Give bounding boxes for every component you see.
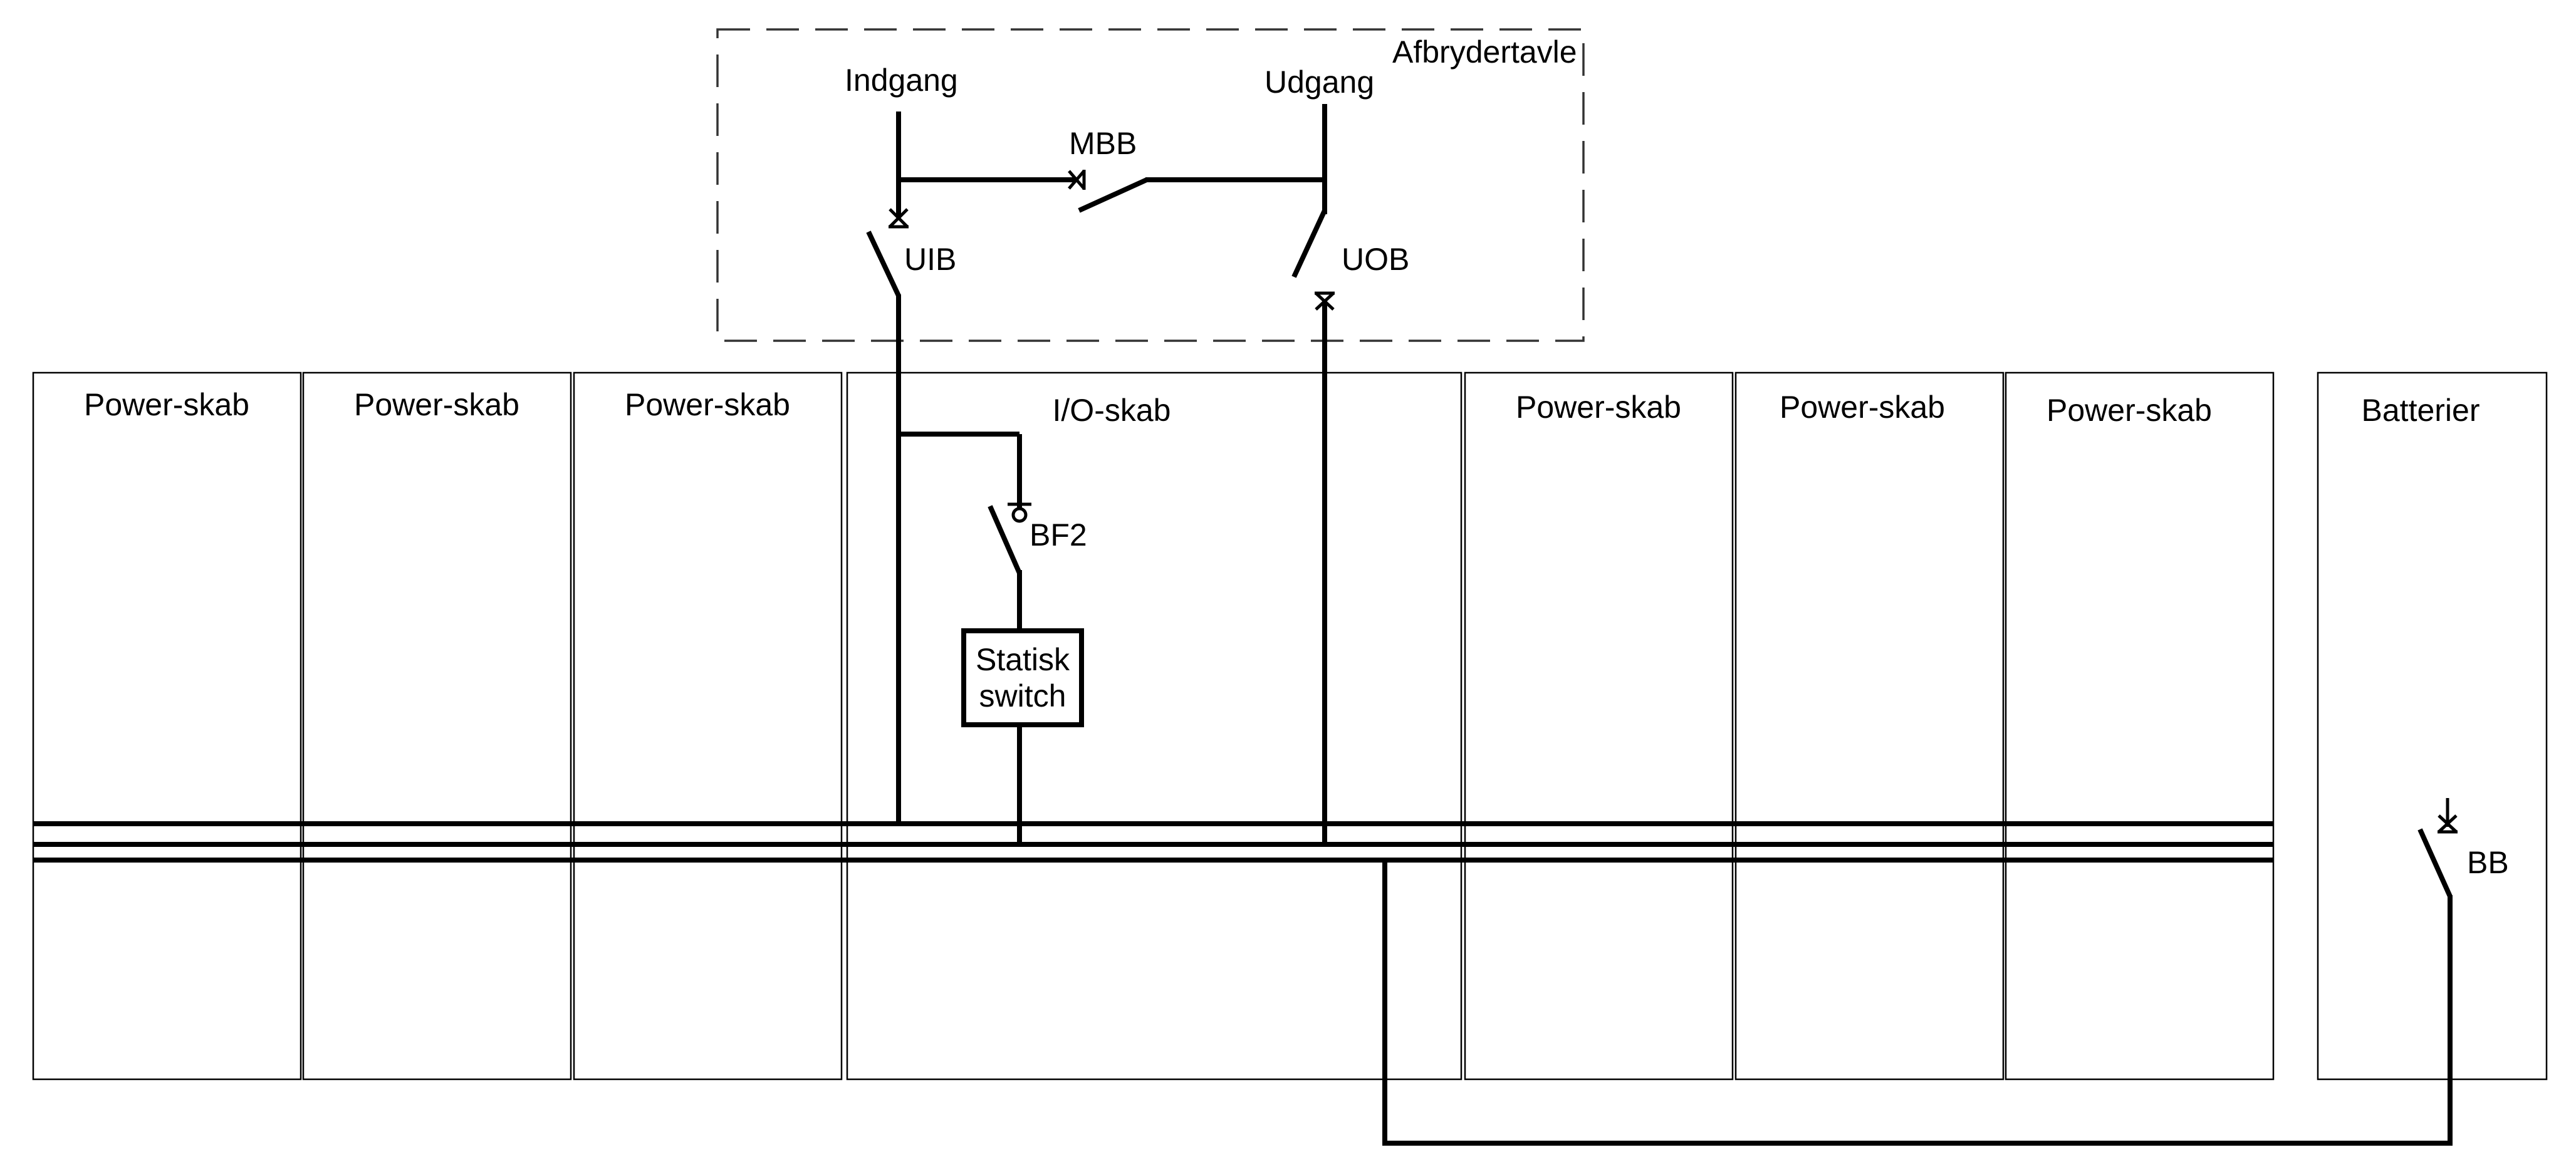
mbb-contact <box>1078 177 1148 213</box>
static-switch-box <box>961 628 1084 727</box>
uob-label: UOB <box>1342 242 1409 277</box>
bb-contact <box>2417 828 2453 898</box>
cabinet-label-6: Power-skab <box>1780 390 1945 425</box>
bb-breaker-icon <box>2438 798 2458 834</box>
static-switch-label-line2: switch <box>979 678 1066 713</box>
cabinet-power-3 <box>573 371 843 1081</box>
bf2-fuse-icon <box>1008 502 1031 523</box>
cabinet-power-6 <box>2005 371 2275 1081</box>
uib-breaker-icon <box>889 208 909 229</box>
input-label: Indgang <box>845 63 958 98</box>
cabinet-label-1: Power-skab <box>84 387 249 422</box>
cabinet-power-1 <box>32 371 302 1081</box>
cabinet-label-2: Power-skab <box>354 387 519 422</box>
cabinet-label-5: Power-skab <box>1516 390 1681 425</box>
cabinet-io <box>846 371 1463 1081</box>
uib-contact <box>866 231 901 297</box>
cabinet-batteries <box>2317 371 2548 1081</box>
cabinet-label-3: Power-skab <box>625 387 790 422</box>
bf2-contact <box>988 505 1022 574</box>
output-label: Udgang <box>1265 65 1374 100</box>
bb-label: BB <box>2467 845 2509 880</box>
uob-contact <box>1291 209 1327 278</box>
cabinet-row: Power-skab Power-skab Power-skab I/O-ska… <box>32 371 2548 1081</box>
bf2-label: BF2 <box>1030 517 1087 552</box>
cabinet-label-8: Batterier <box>2362 393 2480 428</box>
cabinet-power-5 <box>1734 371 2005 1081</box>
static-switch-label-line1: Statisk <box>976 642 1070 677</box>
uib-label: UIB <box>904 242 956 277</box>
cabinet-label-7: Power-skab <box>2047 393 2212 428</box>
switchboard-title: Afbrydertavle <box>1392 34 1577 70</box>
cabinet-power-2 <box>302 371 572 1081</box>
cabinet-label-4: I/O-skab <box>1053 393 1171 428</box>
mbb-label: MBB <box>1069 126 1137 161</box>
cabinet-power-4 <box>1464 371 1734 1081</box>
mbb-breaker-icon <box>1068 170 1086 190</box>
busbars <box>33 821 2273 863</box>
